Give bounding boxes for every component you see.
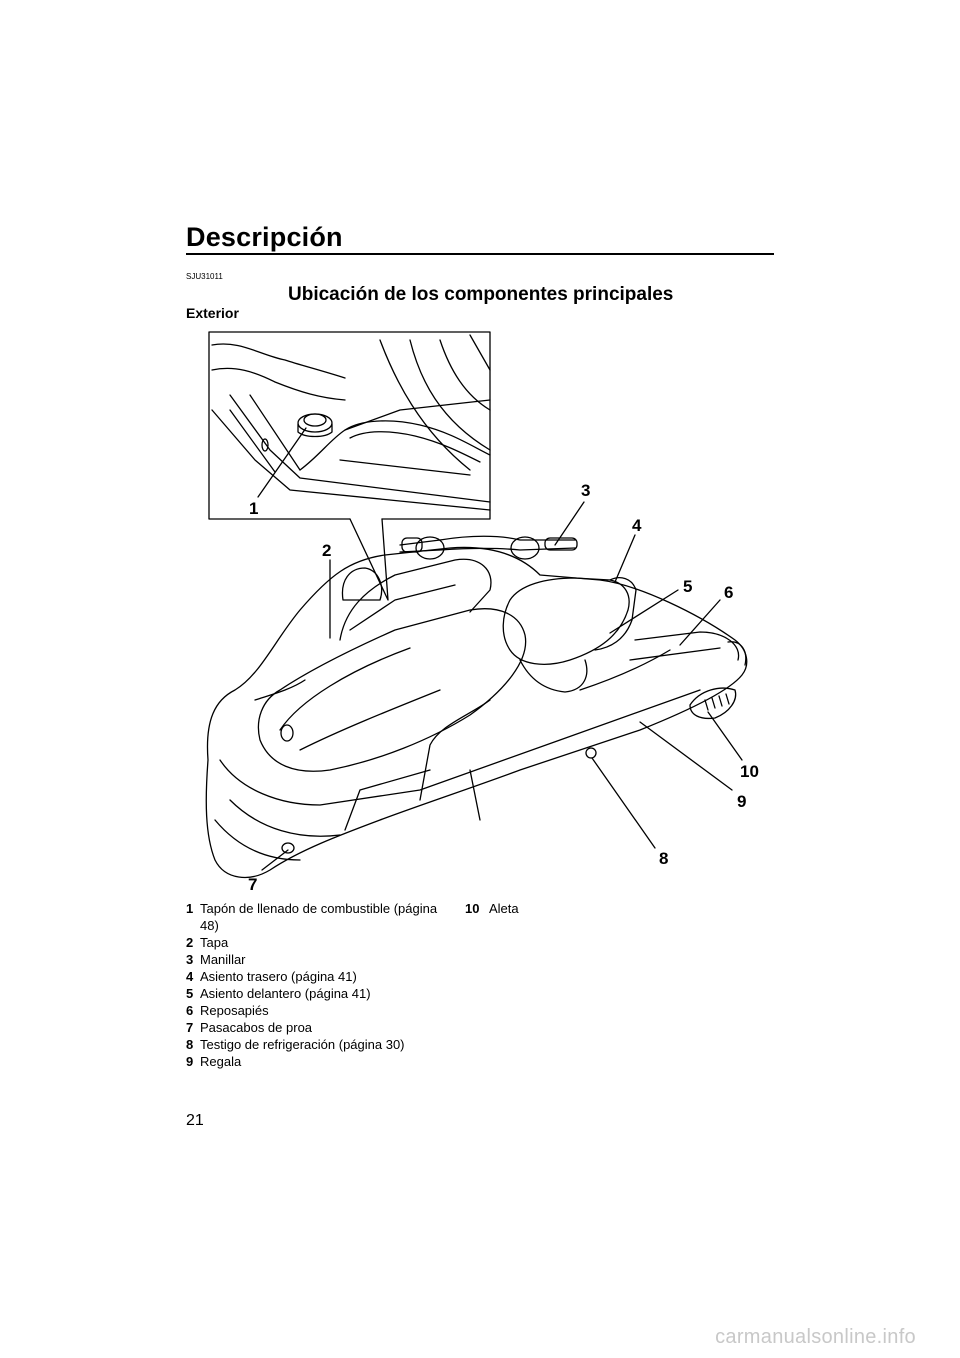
callout-7: 7 bbox=[248, 875, 257, 894]
page-title: Descripción bbox=[186, 222, 343, 252]
title-rule bbox=[186, 253, 774, 255]
callout-3: 3 bbox=[581, 481, 590, 500]
handlebar bbox=[399, 535, 576, 546]
watermark: carmanualsonline.info bbox=[715, 1326, 916, 1348]
callout-9: 9 bbox=[737, 792, 746, 811]
front-seat bbox=[502, 577, 630, 665]
callout-8: 8 bbox=[659, 849, 668, 868]
section-title: Ubicación de los componentes principales bbox=[288, 284, 674, 305]
callout-5: 5 bbox=[683, 577, 692, 596]
jet-ski-illustration: 1 2 3 4 5 6 7 8 9 10 bbox=[205, 331, 759, 894]
callout-2: 2 bbox=[322, 541, 331, 560]
rear-seat bbox=[594, 577, 637, 651]
page-number: 21 bbox=[186, 1112, 204, 1129]
inset-frame bbox=[208, 331, 491, 520]
callout-4: 4 bbox=[632, 516, 642, 535]
hull-outline bbox=[205, 546, 748, 879]
callout-6: 6 bbox=[724, 583, 733, 602]
rear-fin bbox=[689, 687, 737, 720]
section-code: SJU31011 bbox=[186, 272, 223, 281]
callout-10: 10 bbox=[740, 762, 759, 781]
subheading-exterior: Exterior bbox=[186, 305, 239, 321]
callout-1: 1 bbox=[249, 499, 258, 518]
inset-pointer bbox=[349, 518, 389, 601]
